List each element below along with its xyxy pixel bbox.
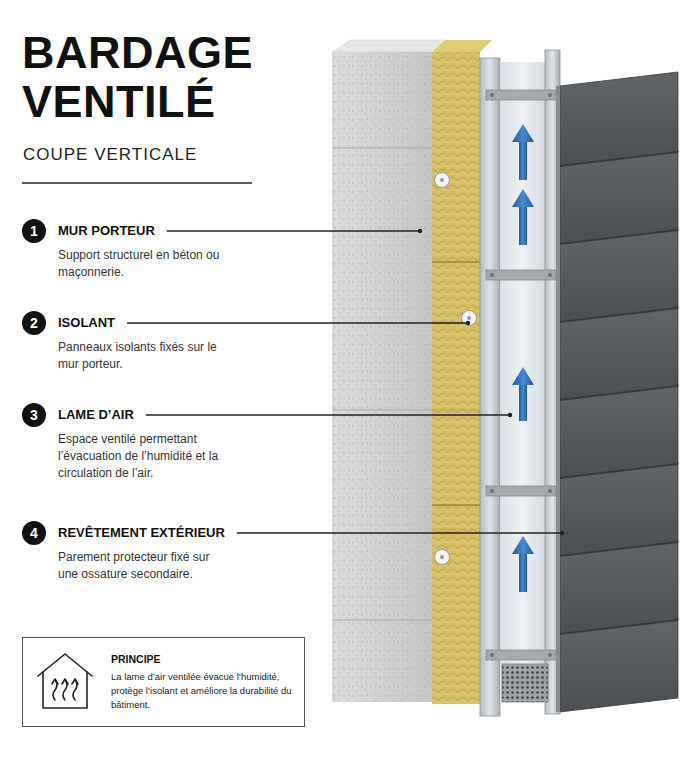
callout-item: 3 LAME D’AIR Espace ventilé permettant l’é… — [22, 403, 232, 482]
leader-dot — [508, 413, 512, 417]
subtitle: COUPE VERTICALE — [23, 145, 197, 165]
leader-dot — [560, 531, 564, 535]
leader-dot — [466, 321, 470, 325]
callout-item: 2 ISOLANT Panneaux isolants fixés sur le m… — [22, 311, 232, 373]
callout-body: Parement protecteur fixé sur une ossatur… — [58, 549, 226, 583]
callout-number: 2 — [22, 311, 46, 335]
diagram-title: BARDAGE VENTILÉ — [22, 28, 272, 126]
callout-item: 1 MUR PORTEUR Support structurel en béton … — [22, 219, 232, 281]
callout-item: 4 REVÊTEMENT EXTÉRIEUR Parement protecteur… — [22, 521, 232, 583]
principle-body: La lame d’air ventilée évacue l’humidité… — [111, 670, 296, 712]
callout-body: Support structurel en béton ou maçonneri… — [58, 247, 226, 281]
callout-body: Panneaux isolants fixés sur le mur porte… — [58, 339, 226, 373]
callout-number: 3 — [22, 403, 46, 427]
callout-heading: MUR PORTEUR — [58, 221, 155, 241]
leader-line — [127, 322, 468, 323]
callout-number: 4 — [22, 521, 46, 545]
callout-heading: ISOLANT — [58, 313, 115, 333]
principle-heading: PRINCIPE — [111, 652, 294, 666]
callout-number: 1 — [22, 219, 46, 243]
leader-line — [237, 532, 562, 533]
callout-heading: LAME D’AIR — [58, 405, 134, 425]
callout-heading: REVÊTEMENT EXTÉRIEUR — [58, 523, 225, 543]
principle-box: PRINCIPE La lame d’air ventilée évacue l’… — [22, 637, 305, 727]
leader-dot — [418, 229, 422, 233]
leader-line — [146, 414, 510, 415]
callout-body: Espace ventilé permettant l’évacuation d… — [58, 431, 226, 482]
leader-line — [167, 230, 420, 231]
